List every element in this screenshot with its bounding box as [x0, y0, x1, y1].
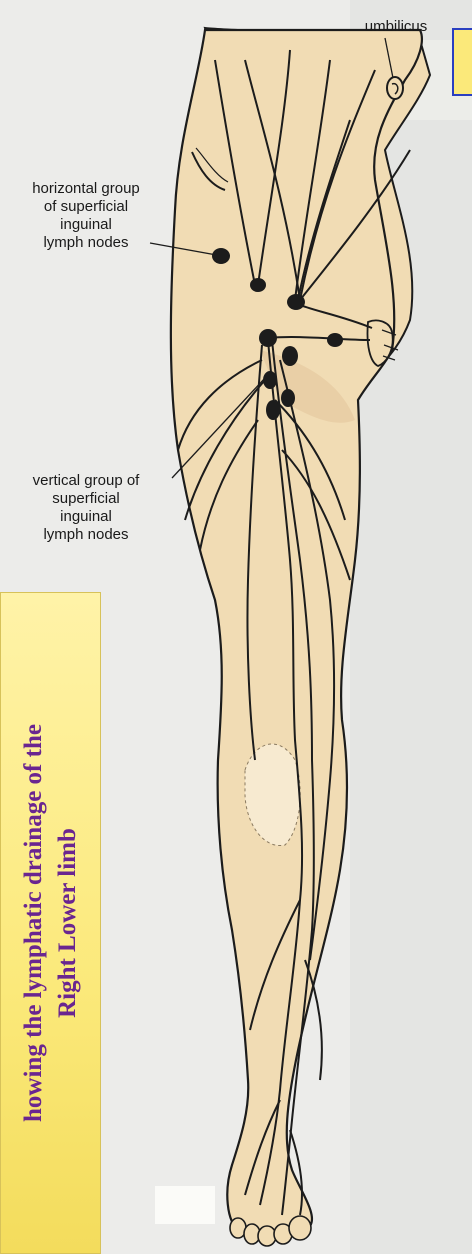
lymph-node-icon	[259, 329, 277, 347]
umbilicus-label: umbilicus	[346, 18, 446, 36]
lymph-node-icon	[281, 389, 295, 407]
caption-box: howing the lymphatic drainage of the Rig…	[0, 592, 101, 1254]
caption-line-2: Right Lower limb	[51, 603, 85, 1243]
umbilicus-icon	[387, 77, 403, 99]
lymph-node-icon	[266, 400, 280, 420]
top-highlight-box	[452, 28, 472, 96]
blank-patch	[155, 1186, 215, 1224]
caption-line-1: howing the lymphatic drainage of the	[17, 603, 51, 1243]
lymph-node-icon	[327, 333, 343, 347]
vertical-group-label: vertical group of superficial inguinal l…	[0, 472, 176, 544]
caption-text: howing the lymphatic drainage of the Rig…	[17, 603, 85, 1243]
lymph-node-icon	[263, 371, 277, 389]
lymph-node-icon	[282, 346, 298, 366]
lymph-node-icon	[287, 294, 305, 310]
lymph-node-icon	[250, 278, 266, 292]
horizontal-group-label: horizontal group of superficial inguinal…	[0, 180, 176, 252]
lymph-node-icon	[212, 248, 230, 264]
